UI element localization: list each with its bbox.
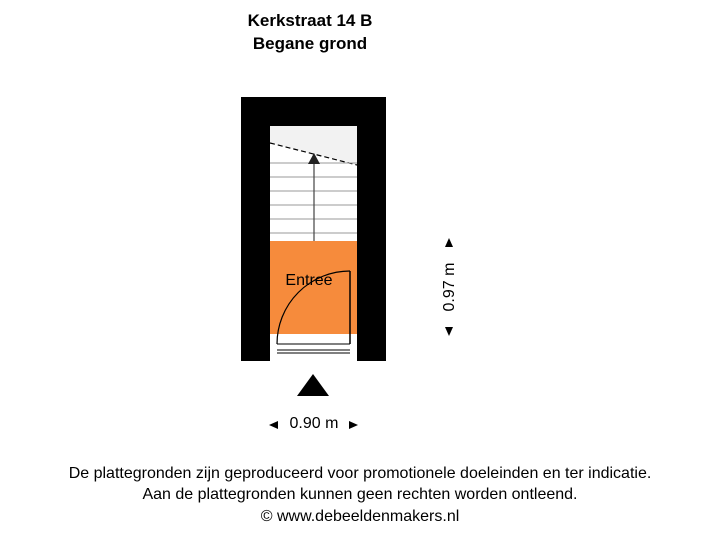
entrance-triangle-icon xyxy=(297,374,329,396)
dim-depth-top-arrow-icon xyxy=(445,238,453,247)
disclaimer-line-2: Aan de plattegronden kunnen geen rechten… xyxy=(142,486,578,503)
door-swing-arc xyxy=(276,270,351,345)
plan-title-floor: Begane grond xyxy=(252,34,368,53)
stair-direction-arrow-icon xyxy=(308,153,320,164)
dimension-depth: 0.97 m xyxy=(441,262,458,312)
disclaimer-line-1: De plattegronden zijn geproduceerd voor … xyxy=(68,465,652,482)
room-label-entree: Entree xyxy=(285,272,333,289)
stair-upper-shade xyxy=(270,126,357,165)
dim-depth-bottom-arrow-icon xyxy=(445,327,453,336)
plan-title-address: Kerkstraat 14 B xyxy=(247,11,373,30)
copyright-line: © www.debeeldenmakers.nl xyxy=(260,508,460,525)
wall-left xyxy=(241,97,270,361)
dimension-width: 0.90 m xyxy=(289,415,339,432)
dim-width-left-arrow-icon xyxy=(269,421,278,429)
dim-width-right-arrow-icon xyxy=(349,421,358,429)
wall-top xyxy=(241,97,386,126)
entree-room xyxy=(270,241,357,334)
wall-right xyxy=(357,97,386,361)
